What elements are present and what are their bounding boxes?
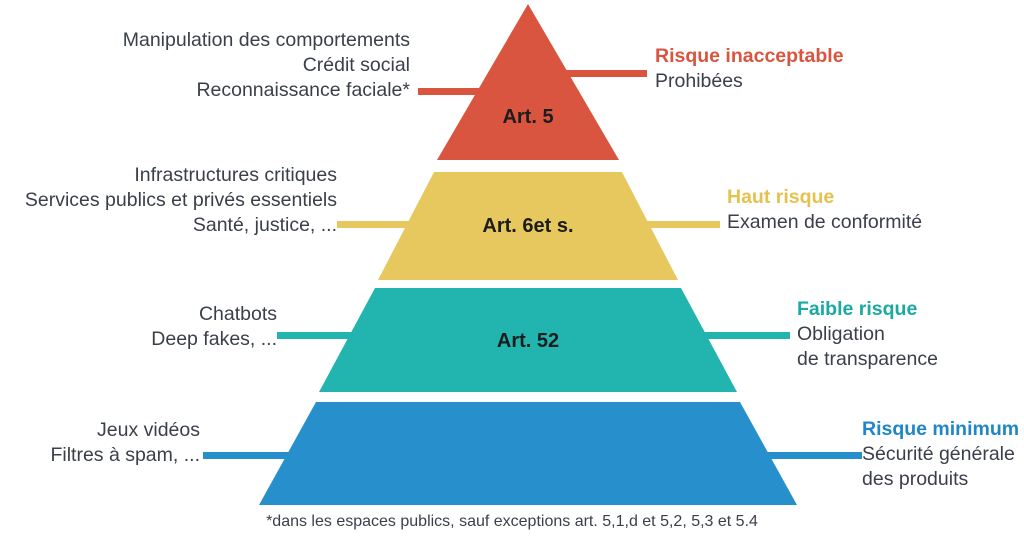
footnote: *dans les espaces publics, sauf exceptio… — [266, 513, 758, 530]
pyramid-tier-low — [319, 288, 737, 392]
connector-line-high-left — [337, 221, 447, 228]
pyramid-tier-minimal — [259, 402, 797, 505]
connector-line-minimal-right — [745, 452, 862, 459]
pyramid-tier-high — [378, 172, 678, 280]
tier-label-low: Art. 52 — [497, 330, 559, 352]
tier-label-unacceptable: Art. 5 — [502, 106, 553, 128]
risk-title: Faible risque — [797, 298, 918, 320]
pyramid-tier-unacceptable — [437, 4, 619, 160]
risk-subtitle: Prohibées — [655, 70, 743, 92]
risk-title: Risque inacceptable — [655, 45, 844, 67]
example-line: Services publics et privés essentiels — [24, 189, 337, 211]
risk-category-high: Haut risque Examen de conformité — [727, 185, 922, 235]
connector-line-low-left — [277, 332, 385, 339]
connector-line-low-right — [672, 332, 790, 339]
risk-title: Risque minimum — [862, 418, 1020, 440]
connector-line-high-right — [608, 221, 720, 228]
tier-label-high: Art. 6et s. — [482, 215, 573, 237]
examples-unacceptable: Manipulation des comportements Crédit so… — [0, 28, 410, 103]
risk-category-unacceptable: Risque inacceptable Prohibées — [655, 44, 844, 94]
connector-line-unacceptable-left — [418, 88, 530, 95]
example-line: Reconnaissance faciale* — [196, 79, 410, 101]
risk-subtitle-line2: des produits — [862, 468, 969, 490]
connector-line-unacceptable-right — [527, 70, 647, 77]
example-line: Jeux vidéos — [97, 419, 200, 441]
connector-line-minimal-left — [203, 452, 311, 459]
examples-minimal: Jeux vidéos Filtres à spam, ... — [0, 418, 200, 468]
example-line: Santé, justice, ... — [192, 214, 337, 236]
example-line: Infrastructures critiques — [134, 164, 337, 186]
examples-high: Infrastructures critiques Services publi… — [0, 163, 337, 238]
risk-category-low: Faible risque Obligation de transparence — [797, 297, 938, 372]
example-line: Manipulation des comportements — [122, 29, 410, 51]
risk-title: Haut risque — [727, 186, 835, 208]
examples-low: Chatbots Deep fakes, ... — [0, 302, 277, 352]
risk-subtitle: Examen de conformité — [727, 211, 923, 233]
example-line: Deep fakes, ... — [151, 328, 277, 350]
example-line: Crédit social — [302, 54, 410, 76]
example-line: Filtres à spam, ... — [50, 444, 200, 466]
example-line: Chatbots — [198, 303, 277, 325]
risk-subtitle-line1: Sécurité générale — [862, 443, 1015, 465]
risk-subtitle-line2: de transparence — [797, 348, 938, 370]
risk-category-minimal: Risque minimum Sécurité générale des pro… — [862, 417, 1019, 492]
risk-subtitle-line1: Obligation — [797, 323, 885, 345]
